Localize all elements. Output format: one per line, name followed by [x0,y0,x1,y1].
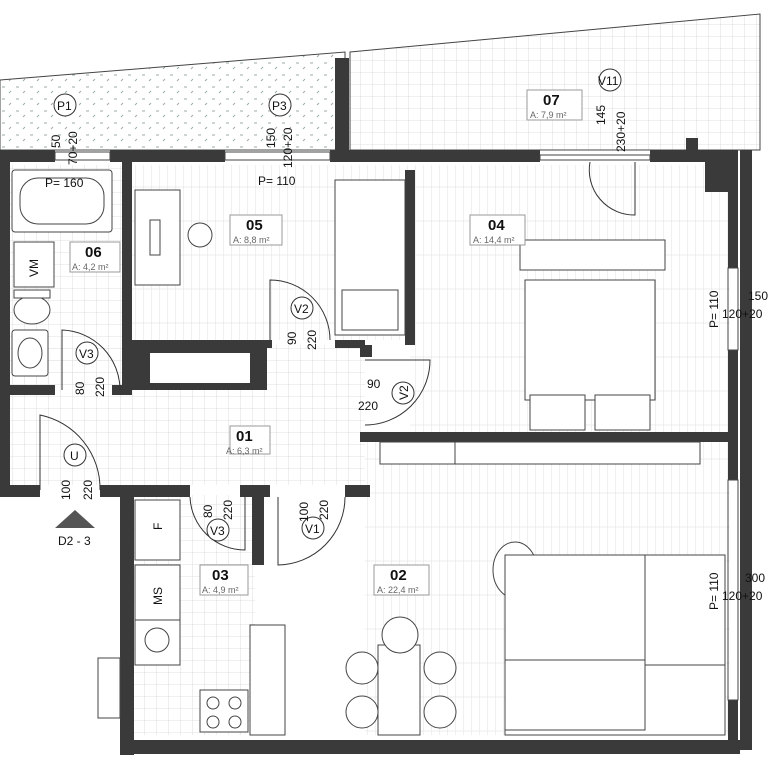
door-v2-top-tag: V2 [294,302,309,316]
room-03-area: A: 4,9 m² [202,585,239,595]
window-p3-parapet: P= 110 [258,174,296,188]
east-upper-height: 120+20 [722,307,763,321]
door-v2-side-tag: V2 [397,385,411,400]
door-v2-side-width: 90 [367,377,381,391]
toilet [13,295,51,325]
room-05-area: A: 8,8 m² [233,235,270,245]
fridge-label: F [151,523,165,530]
tag-labels: P1 P3 V11 V2 V3 U V3 V1 V2 [57,74,619,538]
door-v2-top-width: 90 [285,331,299,345]
east-lower-height: 120+20 [722,589,763,603]
room-07-area: A: 7,9 m² [530,110,567,120]
window-p1-tag: P1 [57,99,72,113]
room-04-number: 04 [488,217,505,234]
room-05-number: 05 [246,217,263,234]
window-p3-width: 150 [264,128,278,148]
window-v11-tag: V11 [598,74,619,88]
walls [0,58,752,755]
windows [54,151,739,719]
terrace-07 [349,13,761,151]
door-u-height: 220 [81,480,95,500]
room-labels: 01 A: 6,3 m² 02 A: 22,4 m² 03 A: 4,9 m² … [69,89,583,596]
door-v3-bath-height: 220 [93,377,107,397]
section-marker [55,510,95,528]
room-06-number: 06 [85,244,102,261]
door-v1-width: 100 [297,502,311,522]
bed-04 [524,279,656,401]
door-v3-kitchen-width: 80 [201,504,215,518]
east-lower-parapet: P= 110 [707,572,721,610]
dining-table [377,644,421,736]
door-v1-tag: V1 [305,522,320,536]
wardrobe-04 [519,239,666,271]
room-04-area: A: 14,4 m² [473,235,515,245]
door-v1-height: 220 [317,500,331,520]
door-v3-bath-width: 80 [73,381,87,395]
section-mark: D2 - 3 [58,534,91,548]
room-06-area: A: 4,2 m² [72,262,109,272]
room-02-area: A: 22,4 m² [377,585,419,595]
door-v3-kitchen-tag: V3 [210,524,225,538]
room-03-number: 03 [212,567,229,584]
chair [187,222,213,248]
door-v2-top-height: 220 [305,330,319,350]
east-lower-width: 300 [745,571,765,585]
room-07-number: 07 [543,92,560,109]
window-v11-height: 230+20 [614,111,628,152]
east-upper-parapet: P= 110 [707,290,721,328]
fridge [134,499,181,561]
room-01-number: 01 [236,428,253,445]
washing-machine [13,241,55,288]
dimension-labels: P= 160 P= 110 90 220 150 120+20 300 120+… [45,174,768,603]
door-v3-bath-tag: V3 [79,347,94,361]
stove [199,689,249,733]
window-p1-width: 50 [49,134,63,148]
tag-circles [53,68,622,542]
window-p3-height: 120+20 [281,127,295,168]
rotated-dimensions: 50 70+20 150 120+20 145 230+20 90 220 80… [27,105,721,610]
furniture [11,169,726,736]
window-p3-tag: P3 [272,99,287,113]
room-02-number: 02 [390,567,407,584]
east-upper-width: 150 [748,289,768,303]
door-v3-kitchen-height: 220 [221,500,235,520]
door-u-tag: U [70,449,79,463]
door-u-width: 100 [59,480,73,500]
door-v2-side-height: 220 [358,399,378,413]
window-p1-height: 70+20 [66,131,80,165]
washing-machine-label: VM [27,259,41,277]
dishwasher-label: MS [151,587,165,605]
window-v11-width: 145 [594,105,608,125]
window-p1-parapet: P= 160 [45,176,84,190]
room-01-area: A: 6,3 m² [226,446,263,456]
